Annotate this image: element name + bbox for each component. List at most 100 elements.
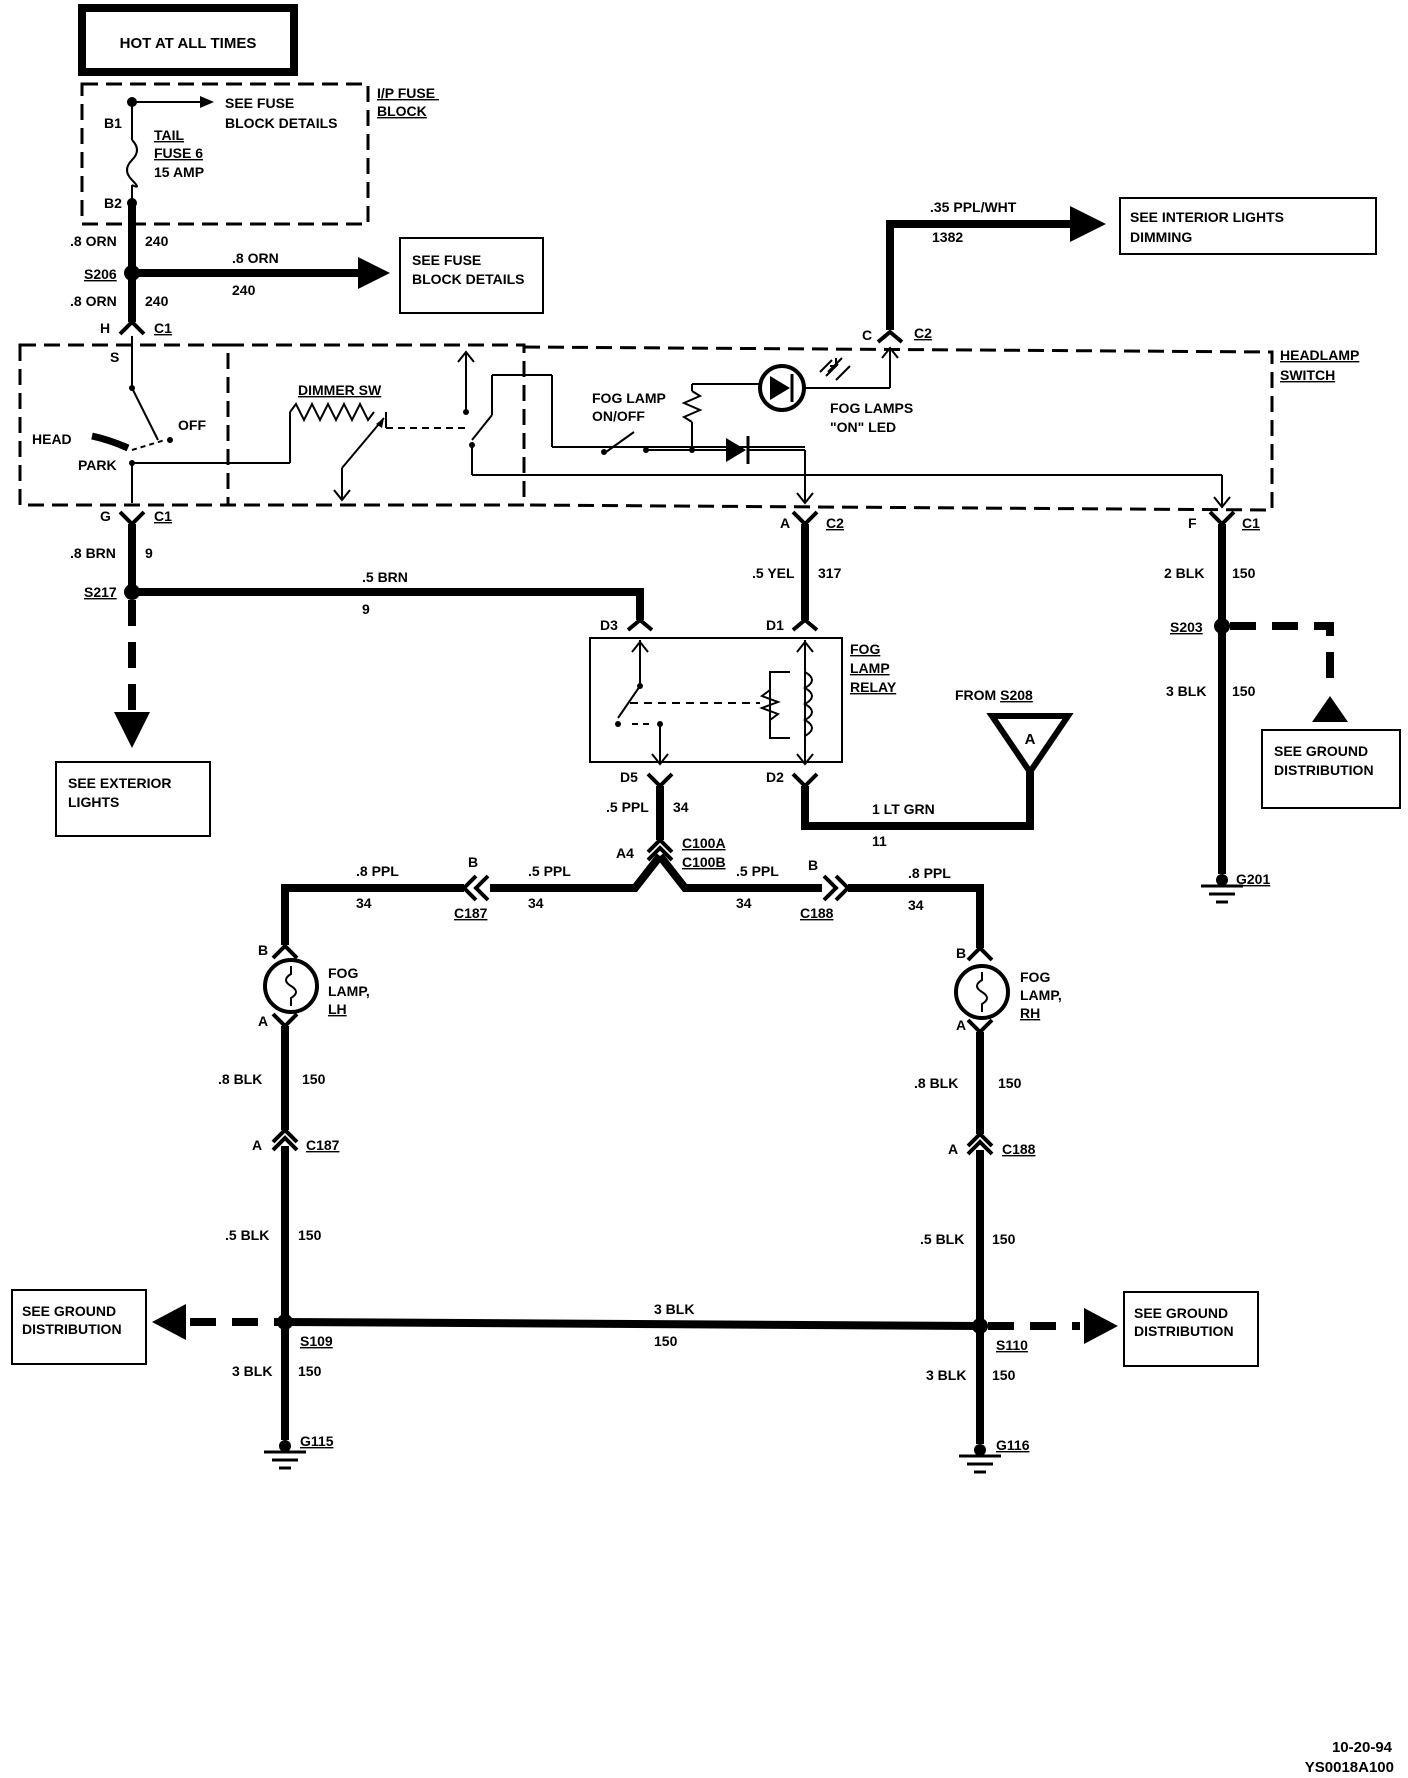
- led-ray-1: [827, 357, 843, 373]
- lh-gnd3-wire: 3 BLK: [232, 1363, 272, 1379]
- head-contact: [91, 432, 130, 452]
- lamp-lh-connector-a: [271, 1012, 299, 1029]
- lamp-lh-label-1: FOG: [328, 965, 358, 981]
- rh-ground-see-box: [1123, 1291, 1259, 1367]
- d1-label: D1: [766, 617, 784, 633]
- connector-c188-a2: [966, 1139, 994, 1156]
- lh-ground-see-1: SEE GROUND: [22, 1303, 116, 1319]
- exterior-see-box: [55, 761, 211, 837]
- lh-gnd2-wire: .5 BLK: [225, 1227, 269, 1243]
- relay-pivot: [637, 683, 643, 689]
- connector-c187-b: [473, 874, 490, 902]
- lamp-rh-filament: [976, 972, 988, 1012]
- lh-gnd2-circuit: 150: [298, 1227, 322, 1243]
- lh-gnd3-circuit: 150: [298, 1363, 322, 1379]
- exterior-see-1: SEE EXTERIOR: [68, 775, 171, 791]
- connector-c100a: [646, 837, 674, 854]
- s217-branch-circuit: 9: [362, 601, 370, 617]
- s203-to-ground-dist: [1230, 622, 1334, 690]
- relay-out-wire-color: .5 PPL: [606, 799, 649, 815]
- from-s208-tag: A: [1025, 731, 1036, 748]
- relay-d2-arrow: [796, 753, 814, 766]
- c1-top-label: C1: [154, 320, 172, 336]
- c2-top-label: C2: [914, 325, 932, 341]
- c187-pin-a: A: [252, 1137, 262, 1153]
- connector-c188-b: [822, 874, 839, 902]
- c1-g-label: C1: [154, 508, 172, 524]
- headlamp-switch-label-1: HEADLAMP: [1280, 347, 1359, 363]
- led-rays-icon: [819, 358, 839, 377]
- headlamp-switch-label-2: SWITCH: [1280, 367, 1335, 383]
- lh-gnd1-circuit: 150: [302, 1071, 326, 1087]
- wire-34-right-b: [848, 884, 984, 948]
- b2-label: B2: [104, 195, 122, 211]
- rh-gnd3-circuit: 150: [992, 1367, 1016, 1383]
- c100a-label: C100A: [682, 835, 726, 851]
- fuse-element-icon: [126, 139, 138, 188]
- h-pin-label: H: [100, 320, 110, 336]
- d2-label: D2: [766, 769, 784, 785]
- rh-gnd2-circuit: 150: [992, 1231, 1016, 1247]
- s-label: S: [110, 349, 119, 365]
- wire-34-right-a: [656, 853, 822, 892]
- s110-label: S110: [996, 1337, 1028, 1353]
- off-label: OFF: [178, 417, 206, 433]
- dimmer-blade: [471, 414, 493, 441]
- led-ray-2: [835, 365, 851, 381]
- lh-ground-see-box: [11, 1289, 147, 1365]
- g115-label: G115: [300, 1433, 334, 1449]
- interior-see-1: SEE INTERIOR LIGHTS: [1130, 209, 1284, 225]
- s206-label: S206: [84, 266, 117, 282]
- connector-c100b: [646, 845, 674, 862]
- switch-link: [131, 439, 166, 451]
- fog-switch-blade: [605, 431, 635, 453]
- b1-label: B1: [104, 115, 122, 131]
- connector-h-c1: [118, 319, 146, 336]
- switch-blade: [131, 387, 159, 441]
- park-label: PARK: [78, 457, 117, 473]
- g116-point: [974, 1444, 986, 1456]
- left-wire-b-circuit: 34: [356, 895, 372, 911]
- relay-coil-resistor: [759, 689, 781, 721]
- connector-d5: [646, 772, 674, 789]
- relay-gnd-circuit: 11: [872, 833, 887, 849]
- s217-top-circuit: 9: [145, 545, 153, 561]
- c1-f-label: C1: [1242, 515, 1260, 531]
- ground-symbol-icon: [1201, 884, 1243, 904]
- g201-point: [1216, 874, 1228, 886]
- s206-see-2: BLOCK DETAILS: [412, 271, 525, 287]
- fuse-name-1: TAIL: [154, 127, 185, 143]
- wiper-arrow-icon: [376, 418, 384, 428]
- arrow-right-icon: [358, 257, 390, 289]
- c188-top-label: C188: [800, 905, 834, 921]
- lamp-rh-connector-b: [966, 945, 994, 962]
- c187-bottom-label: C187: [306, 1137, 340, 1153]
- connector-d2: [791, 772, 819, 789]
- f-wire1-circuit: 150: [1232, 565, 1256, 581]
- relay-d3-arrow: [631, 640, 649, 653]
- lamp-lh-pin-b: B: [258, 942, 268, 958]
- exterior-see-2: LIGHTS: [68, 794, 119, 810]
- interior-wire-color: .35 PPL/WHT: [930, 199, 1017, 215]
- hot-at-all-times-box: [78, 4, 298, 76]
- s206-top-wire-color: .8 ORN: [70, 233, 117, 249]
- wire-11: [801, 772, 1034, 830]
- connector-c187-a: [271, 1127, 299, 1144]
- s217-branch-wire-color: .5 BRN: [362, 569, 408, 585]
- relay-label-3: RELAY: [850, 679, 897, 695]
- g-pin-label: G: [100, 508, 111, 524]
- lamp-rh-label-3: RH: [1020, 1005, 1040, 1021]
- relay-contact-1: [615, 721, 621, 727]
- relay-coil-icon: [802, 671, 813, 737]
- footer-code: YS0018A100: [1305, 1759, 1394, 1776]
- rh-ground-see-1: SEE GROUND: [1134, 1305, 1228, 1321]
- fuse-rating: 15 AMP: [154, 164, 204, 180]
- c100-pin-label: A4: [616, 845, 634, 861]
- ground-symbol-icon: [264, 1450, 306, 1470]
- arrow-left-icon: [1084, 1308, 1118, 1344]
- s206-see-box: [399, 237, 544, 314]
- fog-switch-label-2: ON/OFF: [592, 408, 645, 424]
- fog-switch-contact-a: [601, 449, 607, 455]
- c-arrow: [881, 346, 899, 359]
